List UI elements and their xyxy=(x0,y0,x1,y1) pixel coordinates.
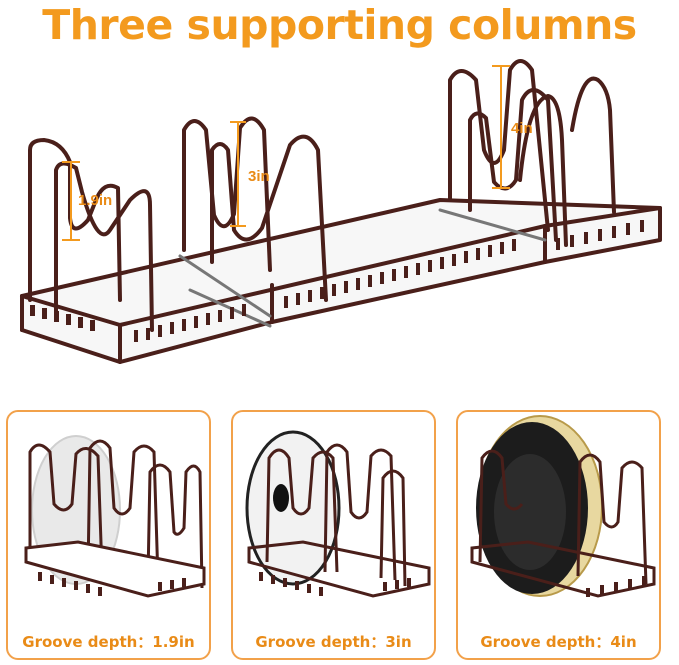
dimension-label-3: 4in xyxy=(511,120,533,137)
panel-caption: Groove depth：4in xyxy=(480,633,637,651)
pan-rack-drawing xyxy=(470,415,656,598)
plate-rack-drawing xyxy=(24,435,206,598)
dimension-label-1: 1.9in xyxy=(78,192,113,209)
dimension-label-2: 3in xyxy=(248,168,270,185)
panel-caption: Groove depth：3in xyxy=(255,633,412,651)
rack-drawing xyxy=(20,59,662,364)
page-title: Three supporting columns xyxy=(42,1,637,49)
lid-knob xyxy=(273,484,289,512)
panel-caption: Groove depth：1.9in xyxy=(22,633,195,651)
expandable-rack-illustration: 1.9in 3in 4in xyxy=(0,48,679,400)
panel-frying-pan: Groove depth：4in xyxy=(456,410,661,660)
panel-glass-lid: Groove depth：3in xyxy=(231,410,436,660)
panel-plate: Groove depth：1.9in xyxy=(6,410,211,660)
lid-rack-drawing xyxy=(245,430,431,598)
